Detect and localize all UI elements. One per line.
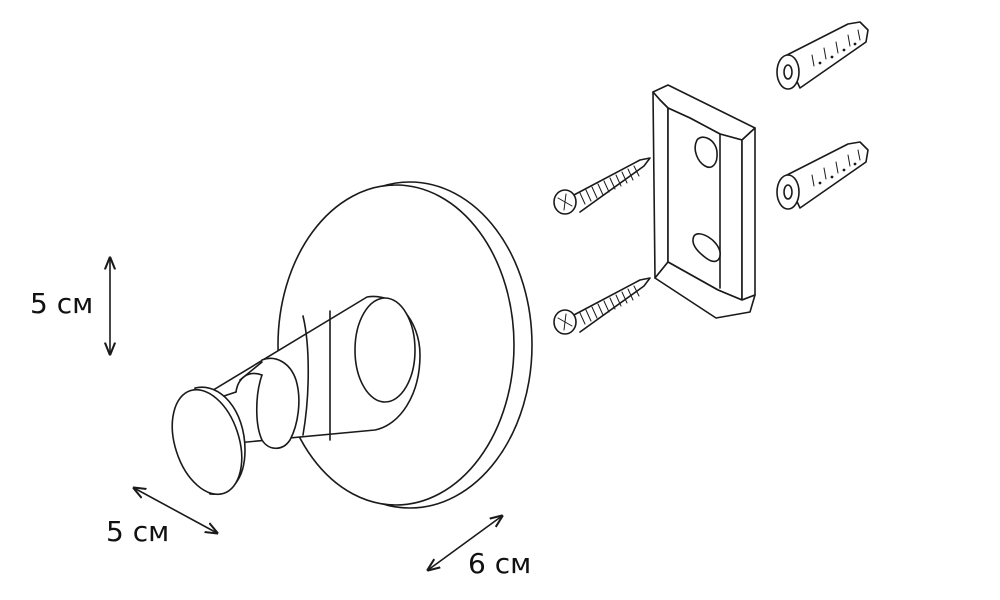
width-dimension-arrow bbox=[428, 516, 502, 570]
height-dimension-label: 5 см bbox=[30, 287, 94, 320]
width-dimension-label: 6 см bbox=[468, 547, 532, 580]
hook-stem bbox=[204, 295, 421, 450]
screw-upper bbox=[553, 157, 651, 215]
depth-dimension-arrow bbox=[134, 488, 217, 533]
bracket-slot-upper bbox=[694, 136, 718, 168]
bracket-slot-lower bbox=[692, 233, 721, 263]
hook-end-cap bbox=[171, 386, 246, 496]
mounting-bracket bbox=[652, 84, 756, 319]
screw-lower bbox=[553, 277, 651, 335]
depth-dimension-label: 5 см bbox=[106, 515, 170, 548]
wall-plug-lower bbox=[776, 141, 869, 210]
robe-hook bbox=[171, 181, 533, 509]
wall-plug-upper bbox=[776, 21, 869, 90]
